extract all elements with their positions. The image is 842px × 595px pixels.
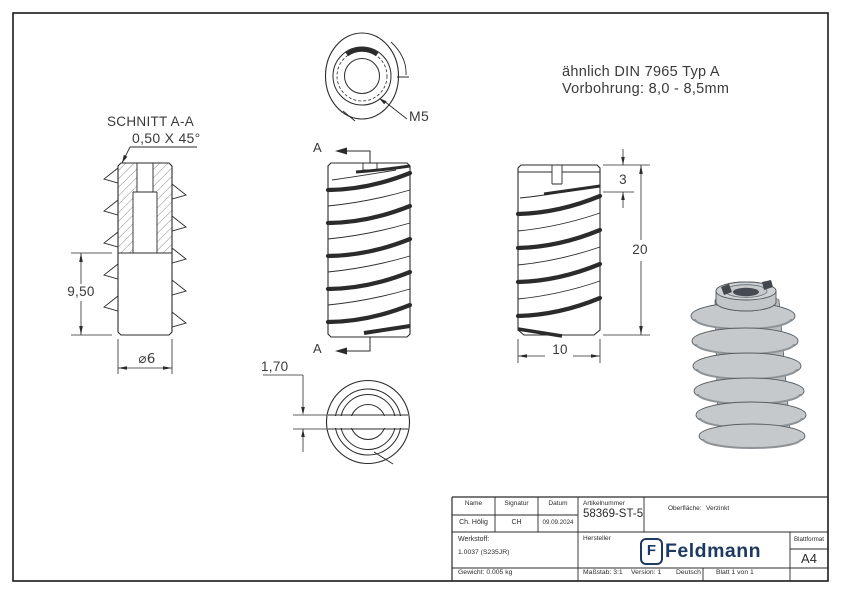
datum-value: 09.09.2024 bbox=[542, 519, 574, 526]
gewicht-value: Gewicht: 0.005 kg bbox=[458, 569, 513, 576]
blattformat-value: A4 bbox=[801, 551, 817, 566]
section-title: SCHNITT A-A bbox=[107, 114, 195, 129]
version-value: Version: 1 bbox=[631, 569, 662, 576]
dim-diameter-6: ⌀6 bbox=[138, 351, 156, 367]
blattformat-label: Blattformat bbox=[794, 536, 824, 543]
blatt-value: Blatt 1 von 1 bbox=[716, 569, 754, 576]
side-view bbox=[515, 149, 650, 363]
artikelnummer-label: Artikelnummer bbox=[583, 500, 625, 507]
name-value: Ch. Hölig bbox=[459, 519, 488, 526]
dim-10: 10 bbox=[552, 342, 568, 357]
chamfer-callout: 0,50 X 45° bbox=[132, 130, 201, 146]
werkstoff-value: 1.0037 (S235JR) bbox=[458, 549, 510, 556]
title-block-grid bbox=[451, 496, 828, 581]
feldmann-logo-wordmark: Feldmann bbox=[665, 540, 762, 562]
dim-20: 20 bbox=[632, 242, 648, 257]
thread-label-m5: M5 bbox=[409, 108, 430, 124]
page-frame bbox=[12, 12, 829, 582]
werkstoff-label: Werkstoff: bbox=[458, 536, 490, 543]
section-arrow-label-bottom: A bbox=[313, 341, 322, 356]
dim-950: 9,50 bbox=[67, 284, 95, 299]
signatur-value: CH bbox=[511, 519, 522, 526]
massstab-value: Maßstab: 3:1 bbox=[583, 569, 623, 576]
note-line1: ähnlich DIN 7965 Typ A bbox=[562, 64, 720, 80]
section-view bbox=[71, 146, 197, 374]
feldmann-logo-icon: F bbox=[640, 538, 663, 565]
note-line2: Vorbohrung: 8,0 - 8,5mm bbox=[562, 81, 730, 97]
signatur-label: Signatur bbox=[504, 500, 529, 507]
dim-3: 3 bbox=[619, 172, 627, 187]
oberflaeche-label: Oberfläche: bbox=[668, 505, 702, 512]
dim-170: 1,70 bbox=[261, 359, 289, 374]
sprache-value: Deutsch bbox=[676, 569, 701, 576]
name-label: Name bbox=[464, 500, 483, 507]
oberflaeche-value: Verzinkt bbox=[706, 505, 730, 512]
top-view bbox=[324, 32, 409, 122]
datum-label: Datum bbox=[548, 500, 568, 507]
hersteller-label: Hersteller bbox=[583, 535, 611, 542]
bottom-view bbox=[263, 374, 411, 465]
section-arrow-label-top: A bbox=[313, 140, 322, 155]
front-view bbox=[325, 147, 413, 355]
iso-view bbox=[690, 280, 807, 449]
artikelnummer-value: 58369-ST-5 bbox=[583, 508, 644, 520]
